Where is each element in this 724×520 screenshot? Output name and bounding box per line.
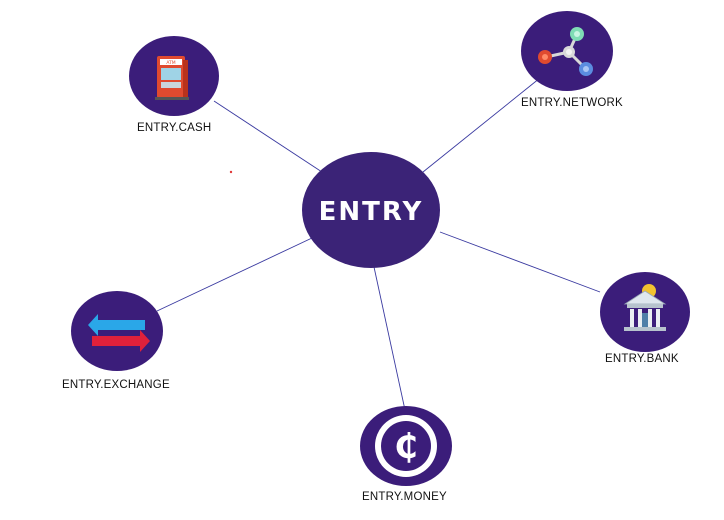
node-network xyxy=(521,11,613,91)
svg-text:ATM: ATM xyxy=(166,60,175,66)
edge-money xyxy=(373,266,406,411)
exchange-arrows-icon xyxy=(88,314,150,352)
node-label-money: ENTRY.MONEY xyxy=(362,491,447,503)
entry-coin-icon: ₵ xyxy=(375,415,437,477)
node-label-bank: ENTRY.BANK xyxy=(605,353,679,365)
node-label-network: ENTRY.NETWORK xyxy=(521,97,623,109)
network-icon xyxy=(538,27,593,76)
connectors xyxy=(156,77,601,411)
edge-bank xyxy=(439,231,601,293)
node-exchange xyxy=(71,291,163,371)
svg-text:₵: ₵ xyxy=(394,427,418,467)
node-bank xyxy=(600,272,690,352)
node-cash: ATM xyxy=(129,36,219,116)
stray-dot xyxy=(229,170,233,174)
node-label-exchange: ENTRY.EXCHANGE xyxy=(62,379,170,391)
node-bank-circle xyxy=(600,272,690,352)
node-exchange-circle xyxy=(71,291,163,371)
node-money: ₵ xyxy=(360,406,452,486)
node-label-cash: ENTRY.CASH xyxy=(137,122,212,134)
edge-network xyxy=(422,77,541,173)
edge-cash xyxy=(213,100,323,173)
atm-icon: ATM xyxy=(155,56,189,100)
bank-icon xyxy=(623,284,667,331)
center-hub: ENTRY xyxy=(302,152,440,268)
edge-exchange xyxy=(156,237,313,312)
center-circle xyxy=(302,152,440,268)
center-logo-text: ENTRY xyxy=(319,197,424,227)
